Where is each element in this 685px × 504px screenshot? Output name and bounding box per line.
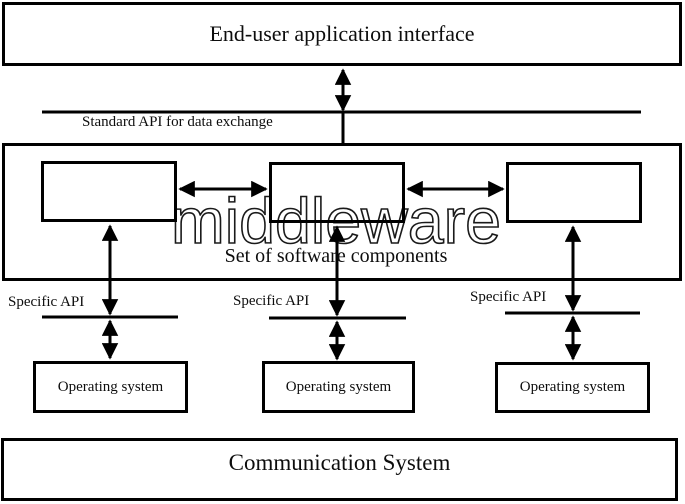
communication-system-box: Communication System — [1, 438, 678, 501]
end-user-application-interface-label: End-user application interface — [209, 21, 475, 46]
specific-api-label-1: Specific API — [8, 294, 85, 310]
operating-system-label-3: Operating system — [519, 379, 626, 395]
standard-api-label: Standard API for data exchange — [82, 114, 273, 130]
end-user-application-interface-box: End-user application interface — [2, 2, 682, 66]
specific-api-label-3: Specific API — [470, 289, 547, 305]
operating-system-box-3: Operating system — [495, 362, 650, 413]
software-component-box-left — [41, 161, 177, 222]
specific-api-label-2: Specific API — [233, 293, 310, 309]
middleware-caption: Set of software components — [224, 245, 448, 267]
software-component-box-right — [506, 162, 642, 223]
operating-system-label-2: Operating system — [285, 378, 392, 395]
communication-system-label: Communication System — [228, 449, 451, 475]
operating-system-box-1: Operating system — [33, 361, 188, 413]
software-component-box-middle — [269, 162, 405, 223]
operating-system-box-2: Operating system — [262, 361, 415, 413]
operating-system-label-1: Operating system — [57, 378, 164, 395]
